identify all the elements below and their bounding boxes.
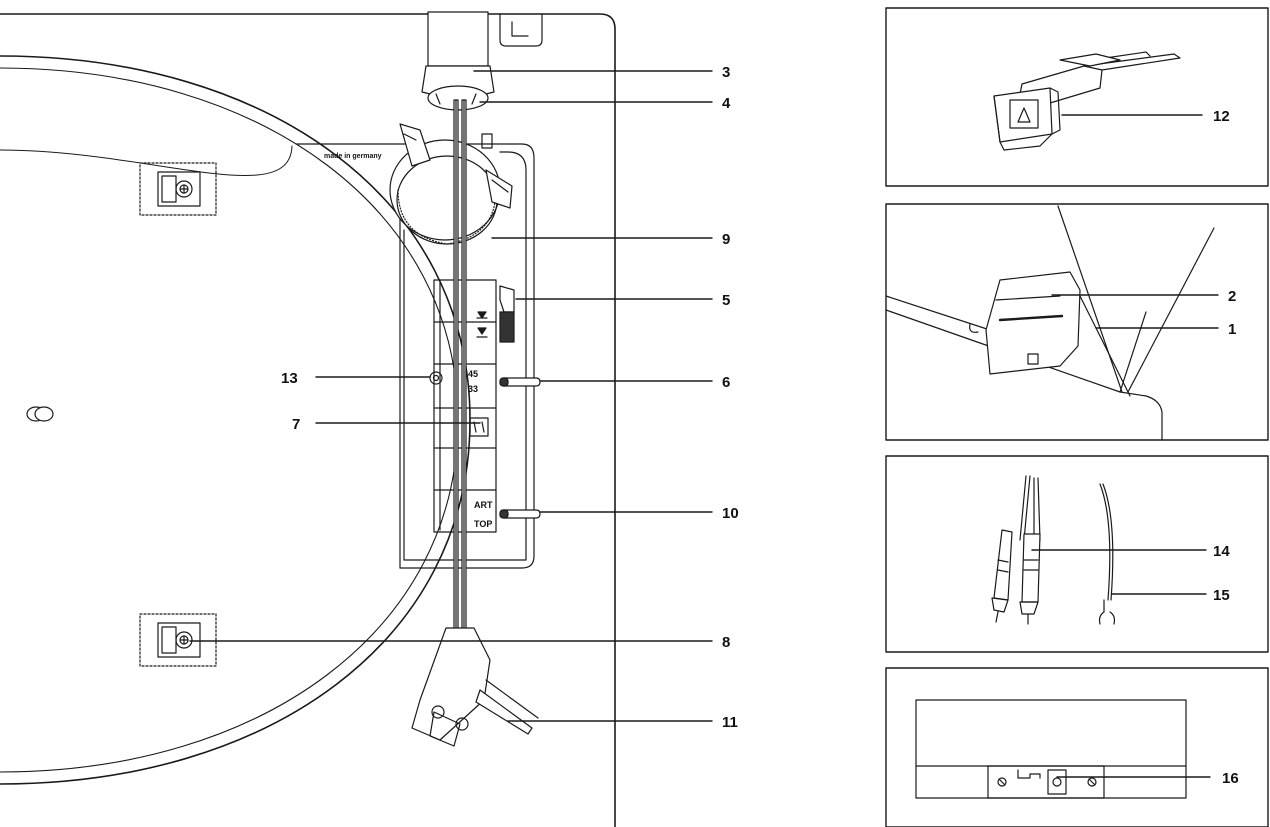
callout-numbers: 3 4 9 5 6 13 7 10 8 11 12 2 1 14 15 16 [281,64,1239,787]
callout-lines [189,70,713,722]
callout-6: 6 [722,374,730,391]
anti-skating-knob [429,371,443,385]
plinth-outline [0,13,616,827]
counterweight [421,11,495,111]
callout-7: 7 [292,416,300,433]
panel-hinge [885,203,1269,441]
control-labels: 45 33 ART TOP [468,369,493,529]
transport-screw-top [139,162,217,216]
tonearm-pivot [389,123,513,245]
panel-cables [885,455,1269,653]
callout-5: 5 [722,292,730,309]
start-label: ART [474,500,493,510]
armrest [469,417,489,437]
callout-3: 3 [722,64,730,81]
callout-12: 12 [1213,108,1230,125]
headshell [411,627,539,747]
callout-13: 13 [281,370,298,387]
callout-1: 1 [1228,321,1236,338]
stop-label: TOP [474,519,492,529]
callout-10: 10 [722,505,739,522]
callout-16: 16 [1222,770,1239,787]
callout-8: 8 [722,634,730,651]
panel-cartridge [885,7,1269,187]
turntable-top-view: made in germany [0,11,616,827]
callout-14: 14 [1213,543,1230,560]
transport-screw-bottom [139,613,217,667]
speed-45-label: 45 [468,369,478,379]
callout-9: 9 [722,231,730,248]
callout-11: 11 [722,714,738,731]
speed-33-label: 33 [468,384,478,394]
callout-15: 15 [1213,587,1230,604]
callout-4: 4 [722,95,731,112]
spindle [26,406,54,422]
brand-text: made in germany [324,153,382,160]
plinth-notch [499,13,543,47]
panel-rear-connector [885,667,1269,827]
callout-2: 2 [1228,288,1236,305]
